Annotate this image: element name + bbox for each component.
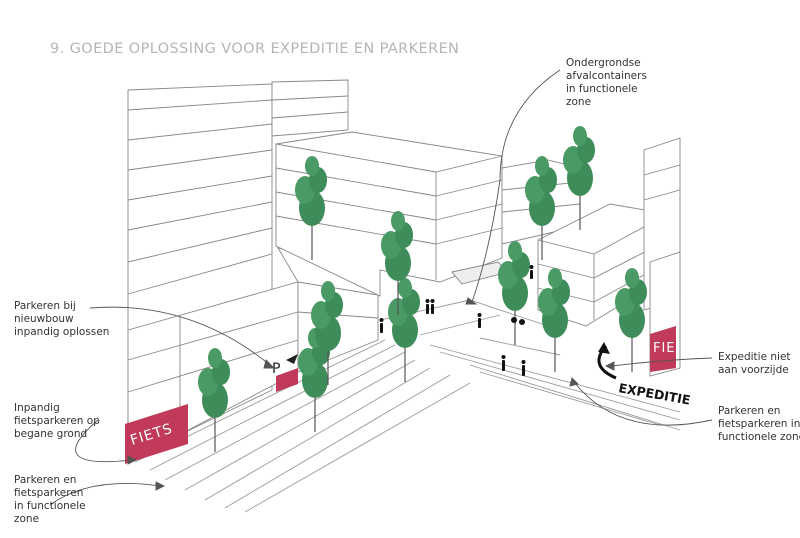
annotation-bike-indoor: Inpandig fietsparkeren op begane grond (14, 402, 100, 440)
leader-parking-left (49, 482, 161, 506)
page-title: 9. GOEDE OPLOSSING VOOR EXPEDITIE EN PAR… (50, 41, 460, 57)
annotation-underground-containers: Ondergrondse afvalcontainers in function… (566, 57, 647, 108)
annotation-expedition-not-front: Expeditie niet aan voorzijde (718, 351, 791, 376)
leader-expedition (611, 357, 713, 367)
fiets-sign-left: FIETS (125, 404, 188, 464)
leader-parking-right (573, 381, 713, 426)
fiets-sign-right: FIE (650, 326, 676, 372)
building-center (275, 131, 503, 297)
annotation-parking-right: Parkeren en fietsparkeren in functionele… (718, 405, 800, 443)
people (379, 265, 534, 376)
parking-letter: P (272, 361, 280, 377)
leader-containers (471, 69, 561, 303)
leader-parking-indoor (89, 306, 271, 366)
fiets-sign-right-text: FIE (653, 341, 676, 356)
leader-lines (49, 69, 713, 506)
annotation-parking-indoor: Parkeren bij nieuwbouw inpandig oplossen (14, 300, 110, 338)
leader-bike-indoor (75, 419, 133, 463)
parking-sign: P (272, 354, 298, 392)
expeditie-text: EXPEDITIE (617, 380, 691, 407)
annotation-parking-left: Parkeren en fietsparkeren in functionele… (14, 474, 86, 525)
parking-arrow-icon (286, 354, 298, 364)
